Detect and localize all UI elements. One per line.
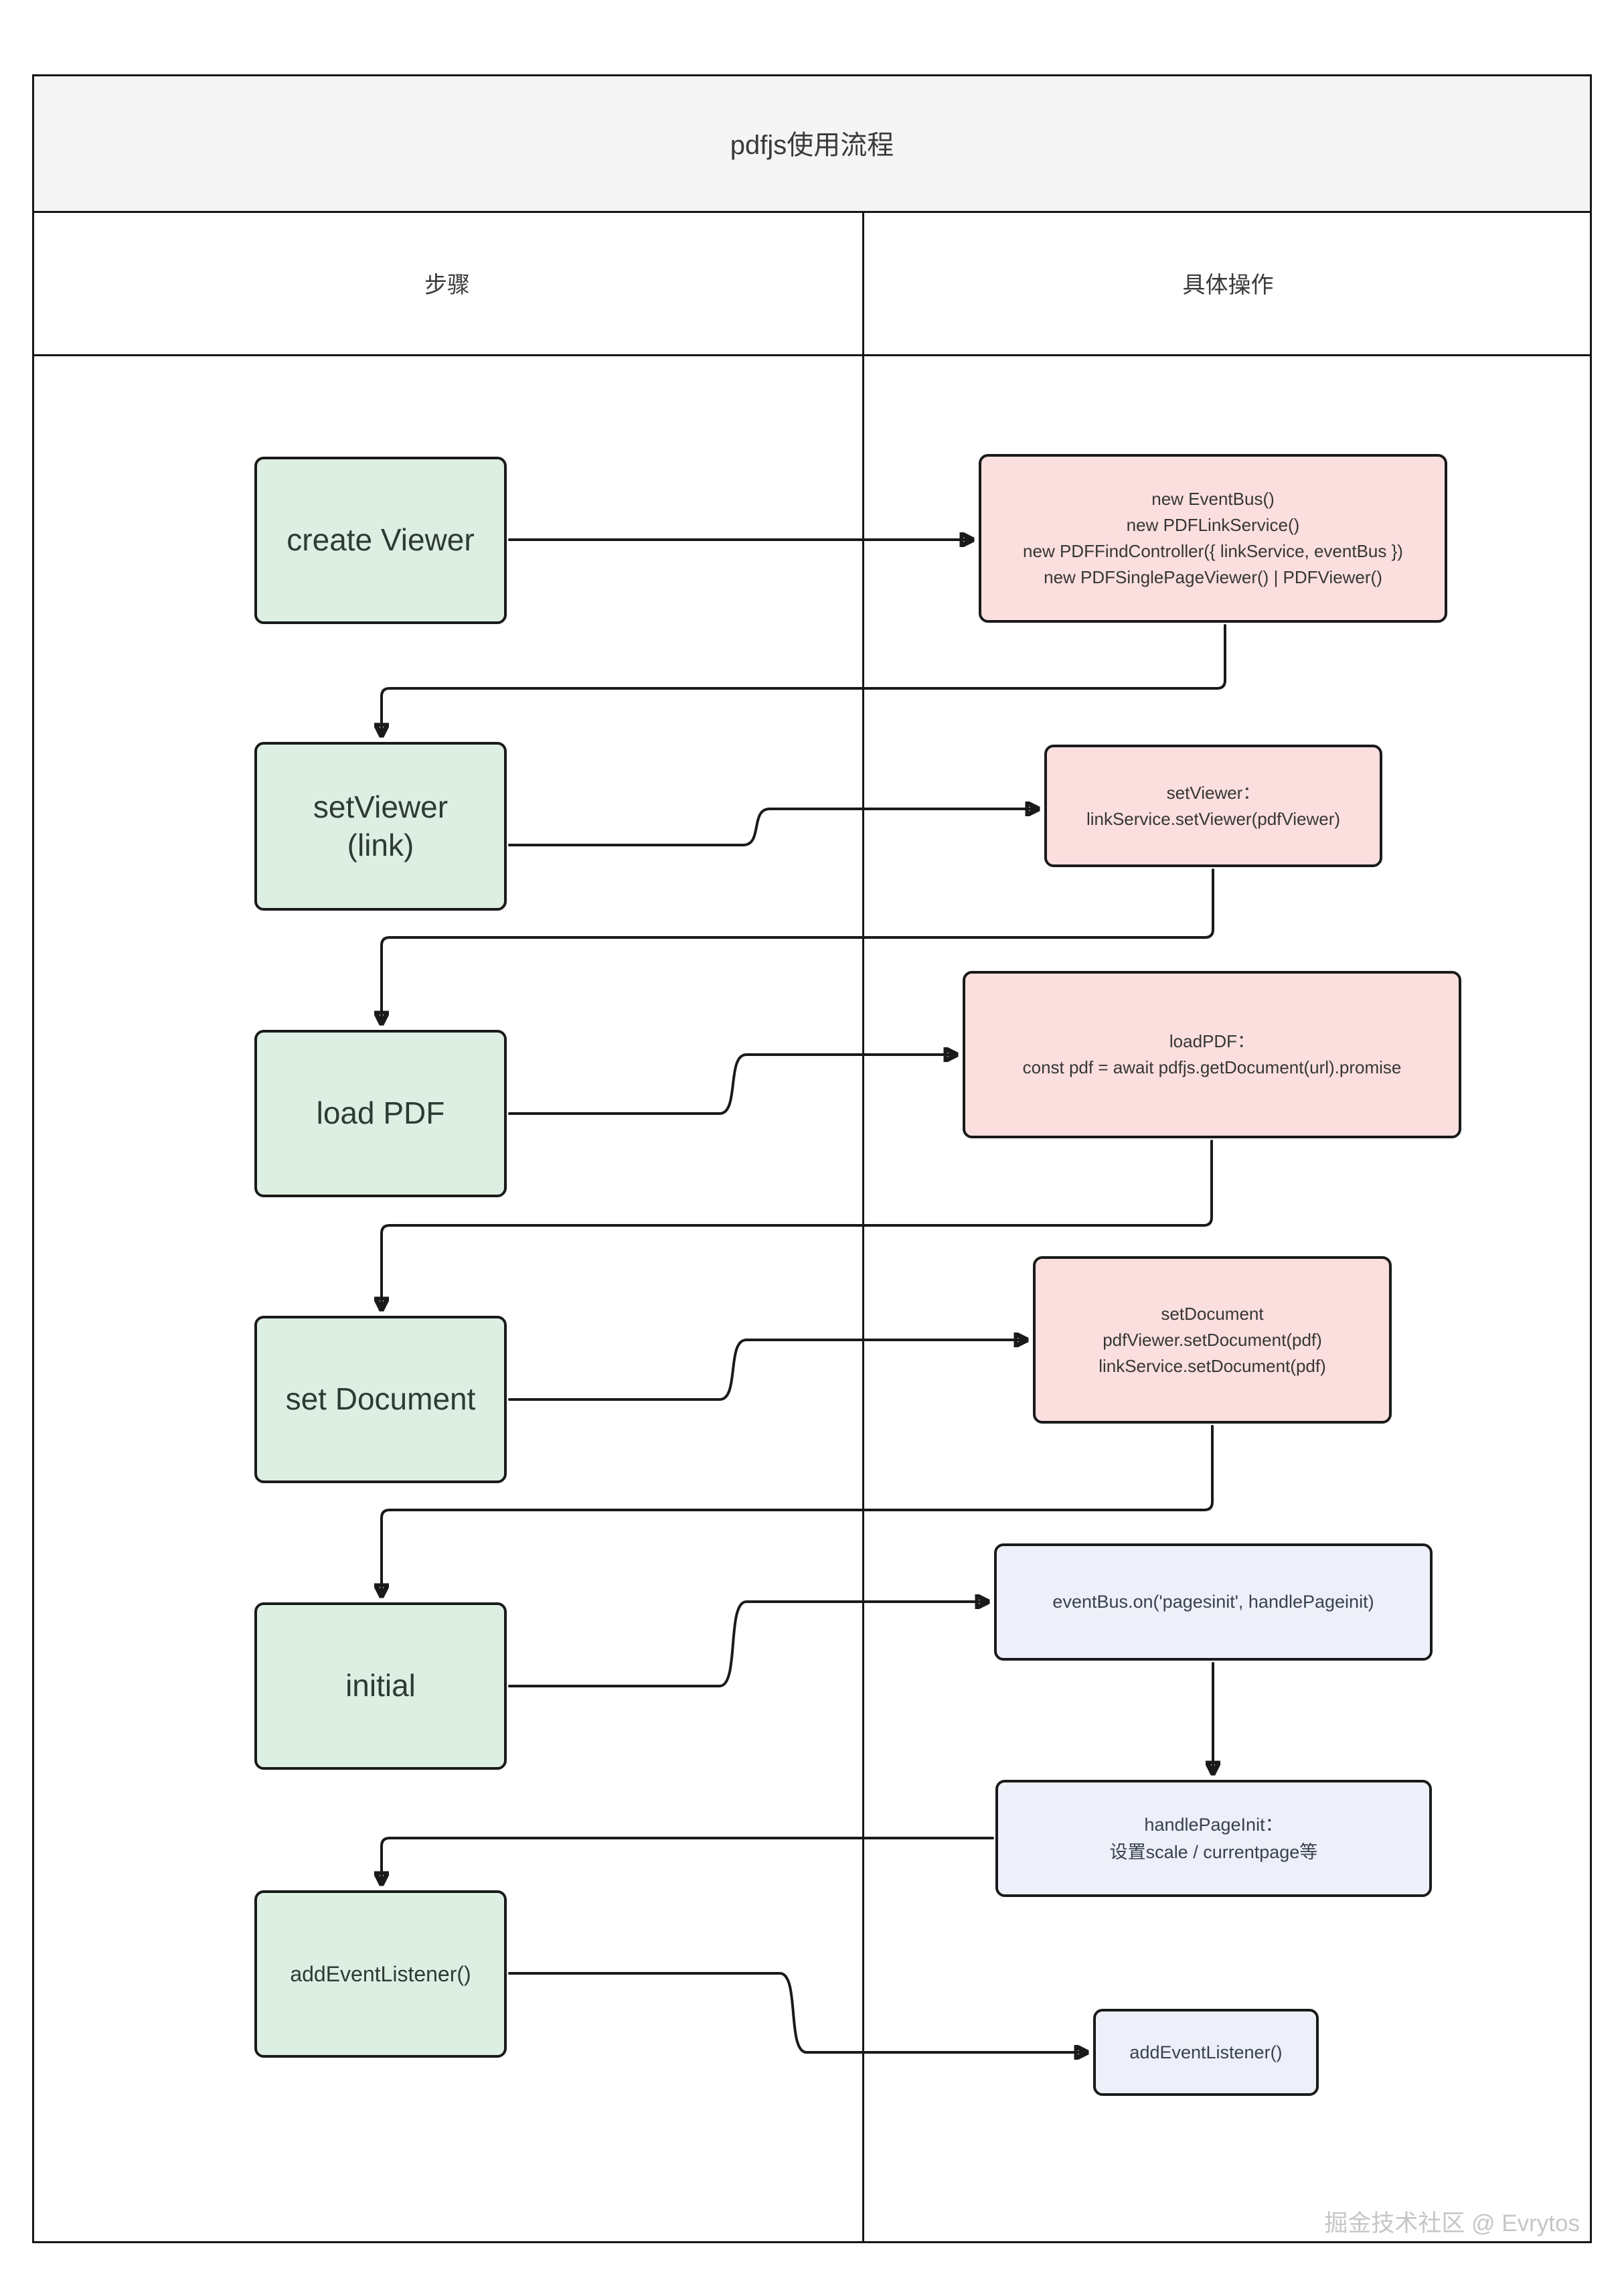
node-text-line: loadPDF： (1169, 1031, 1255, 1051)
node-text-line: initial (345, 1668, 416, 1703)
node-text-line: pdfViewer.setDocument(pdf) (1103, 1329, 1322, 1350)
node-text-line: 设置scale / currentpage等 (1109, 1841, 1318, 1862)
node-text-line: linkService.setDocument(pdf) (1099, 1355, 1326, 1376)
node-text-line: linkService.setViewer(pdfViewer) (1086, 808, 1341, 829)
node-text-line: new PDFSinglePageViewer() | PDFViewer() (1044, 567, 1382, 587)
column-divider-line (862, 211, 864, 2243)
op-handle-page-init-code: handlePageInit： 设置scale / currentpage等 (995, 1780, 1432, 1897)
title-row (32, 74, 1592, 213)
node-text-line: const pdf = await pdfjs.getDocument(url)… (1022, 1057, 1402, 1077)
op-eventbus-on-code: eventBus.on('pagesinit', handlePageinit) (994, 1543, 1433, 1661)
op-set-viewer-code: setViewer： linkService.setViewer(pdfViewe… (1044, 745, 1382, 867)
step-initial: initial (254, 1602, 507, 1770)
step-load-pdf: load PDF (254, 1030, 507, 1197)
node-text-line: eventBus.on('pagesinit', handlePageinit) (1052, 1592, 1374, 1612)
node-text-line: handlePageInit： (1144, 1815, 1283, 1835)
node-text-line: new EventBus() (1151, 489, 1275, 509)
node-text-line: set Document (285, 1381, 476, 1417)
node-text-line: (link) (347, 828, 414, 862)
op-add-event-listener-code: addEventListener() (1093, 2009, 1319, 2096)
watermark: 掘金技术社区 @ Evrytos (1324, 2210, 1580, 2236)
node-text-line: new PDFFindController({ linkService, eve… (1023, 541, 1403, 561)
node-text-line: addEventListener() (290, 1962, 471, 1986)
step-create-viewer: create Viewer (254, 457, 507, 624)
op-create-viewer-code: new EventBus() new PDFLinkService() new PD… (979, 454, 1447, 623)
column-header-steps: 步骤 (424, 272, 470, 298)
op-set-document-code: setDocument pdfViewer.setDocument(pdf) lin… (1033, 1256, 1392, 1424)
op-load-pdf-code: loadPDF： const pdf = await pdfjs.getDocum… (963, 971, 1461, 1138)
node-text-line: setViewer： (1166, 782, 1261, 803)
column-header-operations: 具体操作 (1182, 272, 1274, 298)
page-title: pdfjs使用流程 (730, 131, 894, 160)
header-divider-line (32, 354, 1592, 356)
step-set-document: set Document (254, 1316, 507, 1483)
node-text-line: setDocument (1161, 1303, 1264, 1324)
step-set-viewer-link: setViewer (link) (254, 742, 507, 911)
node-text-line: setViewer (313, 789, 449, 824)
node-text-line: create Viewer (287, 522, 475, 558)
node-text-line: load PDF (316, 1095, 445, 1131)
node-text-line: new PDFLinkService() (1126, 515, 1300, 535)
node-text-line: addEventListener() (1129, 2042, 1283, 2062)
step-add-event-listener: addEventListener() (254, 1890, 507, 2058)
